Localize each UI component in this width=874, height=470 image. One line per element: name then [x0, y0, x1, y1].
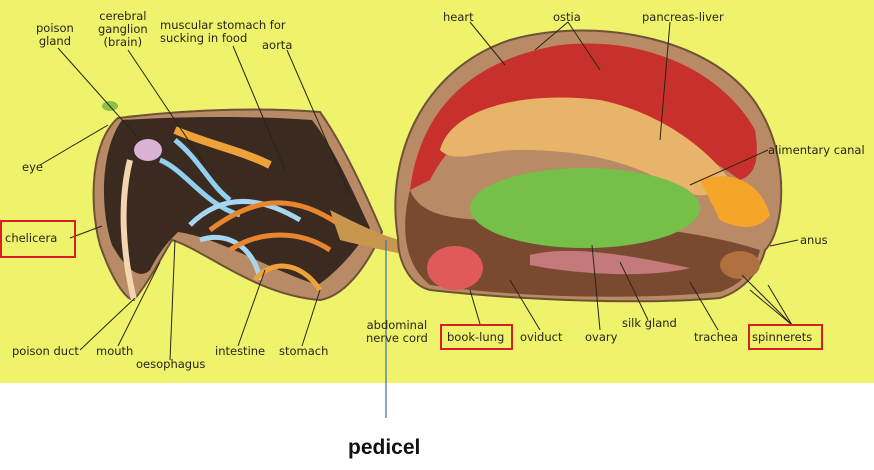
label-heart: heart	[443, 10, 474, 24]
label-pedicel: pedicel	[348, 436, 421, 459]
label-intestine: intestine	[215, 344, 266, 358]
label-stomach: stomach	[279, 344, 329, 358]
label-oviduct: oviduct	[520, 330, 563, 344]
label-cerebral-ganglion: cerebral ganglion (brain)	[98, 9, 148, 49]
highlight-box-spinnerets	[748, 324, 823, 350]
label-poison-gland: poison gland	[36, 21, 74, 48]
label-silk-gland: silk gland	[622, 316, 677, 330]
label-ostia: ostia	[553, 10, 581, 24]
abdomen	[394, 29, 783, 303]
label-poison-duct: poison duct	[12, 344, 79, 358]
label-alimentary-canal: alimentary canal	[768, 143, 865, 157]
highlight-box-chelicera	[0, 220, 76, 258]
pedicel-waist	[330, 210, 410, 255]
label-ovary: ovary	[585, 330, 618, 344]
label-abdominal-nerve-cord: abdominal nerve cord	[366, 318, 428, 345]
label-trachea: trachea	[694, 330, 739, 344]
label-oesophagus: oesophagus	[136, 357, 206, 371]
highlight-box-book-lung	[440, 324, 513, 350]
label-chelicera: chelicera	[5, 231, 58, 245]
label-eye: eye	[22, 160, 43, 174]
label-pancreas-liver: pancreas-liver	[642, 10, 724, 24]
label-aorta: aorta	[262, 38, 293, 52]
label-book-lung: book-lung	[447, 330, 505, 344]
label-mouth: mouth	[96, 344, 134, 358]
label-muscular-stomach: muscular stomach for sucking in food	[160, 18, 286, 45]
label-spinnerets: spinnerets	[752, 330, 813, 344]
cephalothorax	[92, 101, 384, 302]
leader-lines	[39, 21, 799, 361]
label-anus: anus	[800, 233, 828, 247]
